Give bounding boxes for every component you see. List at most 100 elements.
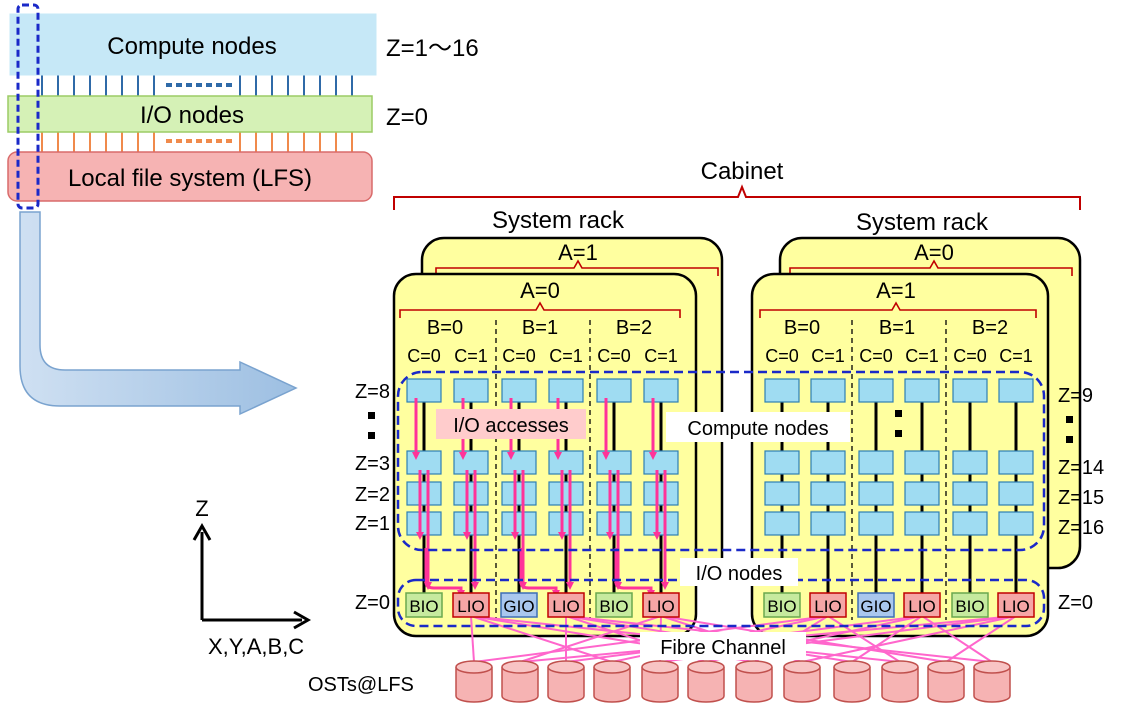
z-label-right: Z=16 xyxy=(1058,517,1104,539)
lio-node: LIO xyxy=(997,592,1035,618)
ost-cylinder xyxy=(783,660,821,703)
rack-1-title: System rack xyxy=(856,209,989,236)
ost-cylinders xyxy=(455,660,1011,703)
bio-node: BIO xyxy=(405,592,443,618)
io-node-label: LIO xyxy=(647,597,674,616)
rack-0-b-label: B=0 xyxy=(427,317,463,339)
io-access-arrow xyxy=(519,548,560,598)
lio-node: LIO xyxy=(452,592,490,618)
bio-node: BIO xyxy=(951,592,989,618)
legend-io-z: Z=0 xyxy=(386,104,428,131)
rack-1: A=0 A=1 B=0 B=1 B=2 C=0 C=1 C=0 C=1 C=0 … xyxy=(750,236,1082,638)
compute-node xyxy=(406,378,442,403)
rack-1-back-brace xyxy=(789,259,1073,276)
ost-cylinder xyxy=(973,660,1011,703)
compute-node xyxy=(548,511,584,536)
io-node-label: LIO xyxy=(457,597,484,616)
rack-0-front-brace xyxy=(399,301,681,318)
compute-node xyxy=(406,511,442,536)
rack-1-b-label: B=1 xyxy=(879,317,915,339)
fibre-channel-link xyxy=(470,615,475,663)
io-node-label: GIO xyxy=(860,597,891,616)
compute-node xyxy=(952,450,988,475)
compute-node xyxy=(548,481,584,506)
fibre-channel-link xyxy=(851,615,923,663)
compute-node xyxy=(858,481,894,506)
lio-node: LIO xyxy=(809,592,847,618)
io-node-label: LIO xyxy=(814,597,841,616)
rack-1-front-a: A=1 xyxy=(876,278,916,303)
rack-1-c-label: C=0 xyxy=(859,346,893,366)
compute-node xyxy=(596,481,632,506)
legend: Compute nodes Z=1～16 I/O nodes Z=0 Local… xyxy=(7,3,479,210)
io-lfs-links xyxy=(41,131,353,152)
legend-compute-z: Z=1～16 xyxy=(386,35,479,62)
compute-node xyxy=(453,481,489,506)
gio-node: GIO xyxy=(857,592,895,618)
compute-node xyxy=(501,511,537,536)
compute-node xyxy=(904,450,940,475)
z-label-right: Z=14 xyxy=(1058,457,1104,479)
rack-1-front-panel xyxy=(750,272,1050,638)
ost-cylinder xyxy=(927,660,965,703)
rack-0-c-label: C=1 xyxy=(454,346,488,366)
compute-node xyxy=(643,450,679,475)
fibre-channel-link xyxy=(470,615,613,663)
rack-1-dividers xyxy=(851,320,947,620)
rack-0-b-label: B=2 xyxy=(616,317,652,339)
rack-1-c-label: C=1 xyxy=(999,346,1033,366)
rack-0-b-label: B=1 xyxy=(522,317,558,339)
rack-0-c-label: C=0 xyxy=(597,346,631,366)
compute-node xyxy=(406,481,442,506)
compute-node xyxy=(998,378,1034,403)
lio-node: LIO xyxy=(547,592,585,618)
fibre-channel-link xyxy=(945,615,1017,663)
compute-node xyxy=(810,511,846,536)
z-label-left: Z=2 xyxy=(355,484,390,506)
rack-0-c-label: C=1 xyxy=(644,346,678,366)
ellipsis-dots xyxy=(368,410,1073,443)
ost-cylinder xyxy=(455,660,493,703)
compute-node xyxy=(501,378,537,403)
fibre-channel-label: Fibre Channel xyxy=(660,637,786,659)
rack-1-compute-nodes xyxy=(764,378,1034,536)
cabinet-brace xyxy=(393,184,1081,210)
ost-cylinder xyxy=(547,660,585,703)
compute-node xyxy=(406,450,442,475)
fibre-channel-link xyxy=(801,615,1017,663)
lio-node: LIO xyxy=(903,592,941,618)
compute-node xyxy=(453,450,489,475)
io-access-arrow xyxy=(424,548,465,598)
compute-node xyxy=(998,450,1034,475)
compute-node xyxy=(764,511,800,536)
z-label-right: Z=0 xyxy=(1058,592,1093,614)
compute-node xyxy=(952,481,988,506)
legend-io-box xyxy=(7,95,373,133)
legend-compute-box xyxy=(9,13,377,76)
compute-node xyxy=(810,450,846,475)
ost-cylinder xyxy=(593,660,631,703)
compute-node xyxy=(548,450,584,475)
axes: Z X,Y,A,B,C xyxy=(192,496,312,659)
compute-node xyxy=(952,511,988,536)
io-node-label: BIO xyxy=(955,597,984,616)
rack-1-c-label: C=0 xyxy=(953,346,987,366)
rack-1-b-label: B=0 xyxy=(784,317,820,339)
z-label-left: Z=8 xyxy=(355,381,390,403)
io-nodes-group-box xyxy=(396,578,1046,628)
compute-node xyxy=(596,450,632,475)
legend-io-label: I/O nodes xyxy=(140,102,244,129)
gio-node: GIO xyxy=(500,592,538,618)
compute-node xyxy=(810,378,846,403)
ost-cylinder xyxy=(641,660,679,703)
zoom-arrow xyxy=(19,211,298,416)
compute-node xyxy=(858,378,894,403)
rack-0-c-label: C=0 xyxy=(502,346,536,366)
cabinet-label: Cabinet xyxy=(701,158,784,185)
compute-node xyxy=(643,378,679,403)
rack-1-front-brace xyxy=(759,301,1037,318)
io-node-label: LIO xyxy=(908,597,935,616)
compute-node xyxy=(858,450,894,475)
io-node-label: BIO xyxy=(409,597,438,616)
rack-1-b-label: B=2 xyxy=(972,317,1008,339)
